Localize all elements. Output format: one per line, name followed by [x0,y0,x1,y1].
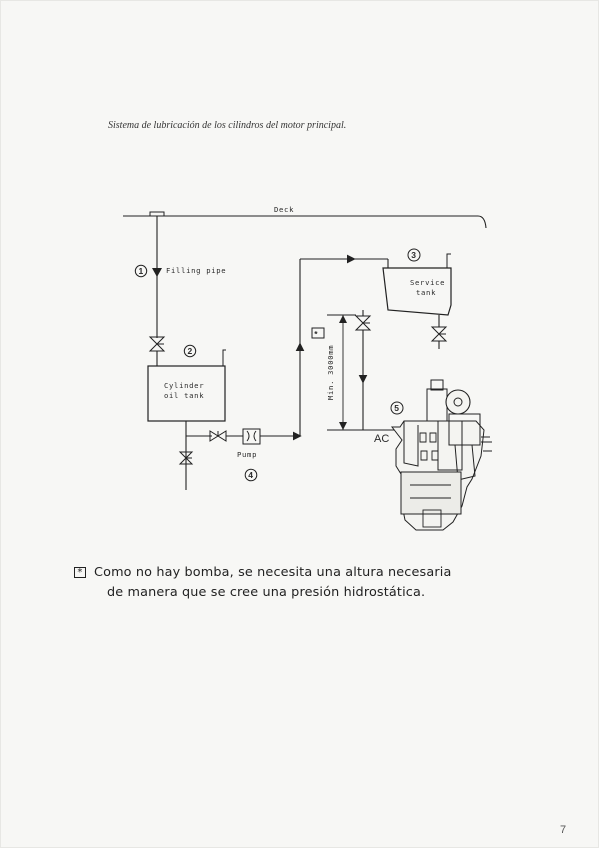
pump-line: Pump 4 [209,428,302,482]
min-height-dimension: * Min. 3000mm [311,314,395,431]
service-tank-label-line2: tank [416,288,436,297]
note-marker-box [311,327,325,339]
handwritten-note-line-1: * Como no hay bomba, se necesita una altu… [74,563,544,583]
engine-number: 5 [394,403,399,413]
cylinder-tank-label-line2: oil tank [164,391,204,400]
handwritten-note: * Como no hay bomba, se necesita una altu… [74,563,544,603]
service-tank: 3 Service tank [354,248,452,430]
service-outlet-valve-icon [354,315,372,331]
cylinder-tank-label-line1: Cylinder [164,381,204,390]
note-marker-icon: * [74,567,86,578]
diagram-note-marker: * [314,329,318,339]
filling-flow-arrow-icon [152,268,162,277]
pump-symbol [242,428,261,445]
ac-label: AC [374,433,389,445]
service-tank-label-line1: Service [410,278,445,287]
filling-pipe-label: Filling pipe [166,266,226,275]
diagram-caption: Sistema de lubricación de los cilindros … [108,120,347,131]
riser-to-service-tank [295,254,389,436]
deck-line: Deck [123,205,487,229]
filling-valve-icon [148,336,166,352]
pump-valve-icon [209,430,227,442]
min-height-label: Min. 3000mm [326,345,335,400]
pump-number: 4 [248,470,253,480]
deck-label: Deck [274,205,294,214]
handwritten-note-text-1: Como no hay bomba, se necesita una altur… [94,565,452,580]
service-drain-valve-icon [430,326,448,342]
filling-pipe: 1 Filling pipe [134,216,226,366]
cylinder-oil-tank: 2 Cylinder oil tank [147,344,226,490]
service-tank-number: 3 [411,250,416,260]
main-engine: 5 AC [374,379,492,531]
drain-valve-icon [178,451,194,465]
cylinder-tank-number: 2 [188,346,193,356]
filling-pipe-number: 1 [139,266,144,276]
page-number: 7 [560,824,567,836]
handwritten-note-line-2: de manera que se cree una presión hidros… [107,585,426,600]
pump-label: Pump [237,450,257,459]
